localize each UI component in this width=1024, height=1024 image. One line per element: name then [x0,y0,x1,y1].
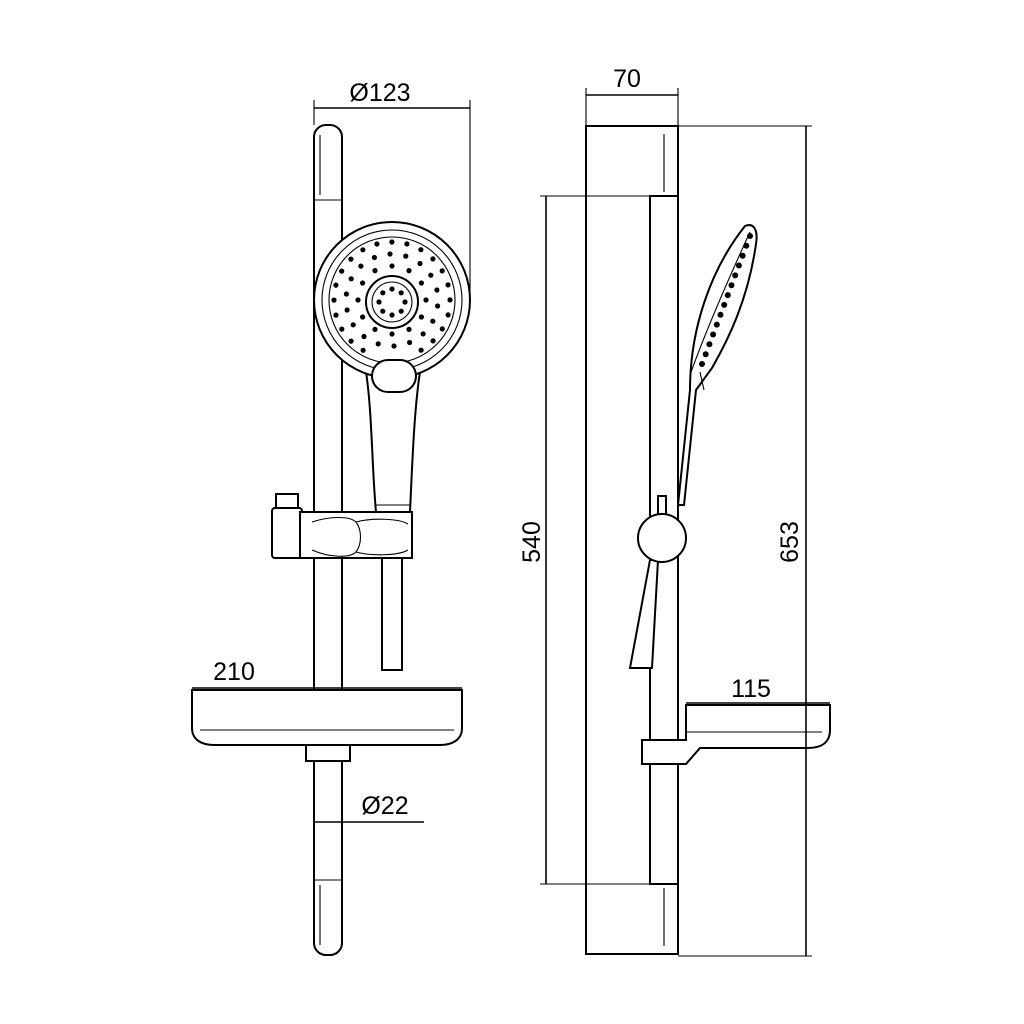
nozzle-dot [343,291,349,297]
nozzle-dot [398,308,404,314]
nozzle-dot [387,251,393,257]
nozzle-dot [348,256,354,262]
nozzle-dot [389,286,395,292]
dim-depth-label: 70 [613,65,641,93]
nozzle-dot [428,272,434,278]
side-nozzle-dot [728,282,735,289]
nozzle-dot [423,297,429,303]
nozzle-dot [333,282,339,288]
nozzle-dot [430,256,436,262]
nozzle-dot [376,299,382,305]
nozzle-dot [435,303,441,309]
side-nozzle-dot [713,321,720,328]
nozzle-dot [339,268,345,274]
nozzle-dot [360,314,366,320]
nozzle-dot [372,326,378,332]
side-nozzle-dot [717,311,724,318]
nozzle-dot [439,326,445,332]
front-soap-shelf [191,689,463,762]
nozzle-dot [372,268,378,274]
nozzle-dot [447,297,453,303]
side-nozzle-dot [732,272,739,279]
side-nozzle-dot [739,252,746,259]
nozzle-dot [434,287,440,293]
nozzle-dot [418,314,424,320]
dim-shelf-depth-label: 115 [731,675,771,703]
front-hose-stub [381,541,403,671]
side-nozzle-dot [743,242,750,249]
nozzle-dot [380,308,386,314]
dim-depth: 70 [585,65,679,126]
nozzle-dot [360,280,366,286]
nozzle-dot [407,339,413,346]
nozzle-dot [445,312,451,318]
side-hand-shower [676,224,758,506]
dim-head-diameter: Ø123 [313,79,471,300]
nozzle-dot [404,241,410,247]
side-nozzle-dot [721,301,728,308]
side-nozzle-dot [699,361,705,367]
nozzle-dot [375,341,381,347]
side-soap-shelf [641,704,831,765]
nozzle-dot [360,347,366,353]
nozzle-dot [361,333,367,340]
dim-total-height: 653 [678,125,812,957]
nozzle-dot [348,276,354,282]
nozzle-dot [348,338,354,344]
nozzle-dot [418,347,424,353]
nozzle-dot [331,297,337,303]
nozzle-dot [402,299,408,305]
side-slider-knob [637,495,687,563]
nozzle-dot [339,326,345,332]
side-spray-nozzles [699,233,753,367]
nozzle-dot [418,247,424,253]
side-nozzle-dot [747,233,753,239]
nozzle-dot [391,343,397,349]
dim-shelf-depth: 115 [686,675,830,704]
nozzle-dot [374,241,380,247]
nozzle-dot [403,253,409,259]
nozzle-dot [380,290,386,296]
nozzle-dot [445,282,451,288]
nozzle-dot [398,290,404,296]
side-nozzle-dot [724,292,731,299]
nozzle-dot [355,297,361,303]
nozzle-dot [344,307,350,313]
nozzle-dot [389,239,395,245]
nozzle-dot [420,331,426,337]
nozzle-dot [358,263,364,269]
nozzle-dot [418,280,424,286]
nozzle-dot [389,331,395,337]
dim-head-diameter-label: Ø123 [349,79,410,107]
dim-total-height-label: 653 [776,521,804,563]
dim-rail-diameter: Ø22 [314,792,424,823]
side-view: 70 540 653 115 [518,65,831,957]
nozzle-dot [360,247,366,253]
nozzle-dot [430,318,436,324]
front-slider-bracket [271,493,413,559]
nozzle-dot [389,263,395,269]
dim-rail-diameter-label: Ø22 [361,792,408,820]
nozzle-dot [350,322,356,328]
nozzle-dot [439,268,445,274]
nozzle-dot [333,312,339,318]
nozzle-dot [406,268,412,274]
nozzle-dot [389,312,395,318]
nozzle-dot [417,260,423,267]
side-nozzle-dot [710,331,717,338]
nozzle-dot [430,338,436,344]
side-nozzle-dot [706,341,713,348]
dim-shelf-width: 210 [192,658,462,689]
spray-nozzles [331,239,453,353]
nozzle-dot [371,254,377,261]
nozzle-dot [406,326,412,332]
side-nozzle-dot [702,351,709,358]
front-view: Ø123 210 Ø22 [191,79,471,956]
dim-rail-length-label: 540 [518,521,546,563]
dim-shelf-width-label: 210 [213,658,255,686]
side-nozzle-dot [735,262,742,269]
dim-rail-length: 540 [518,195,650,885]
